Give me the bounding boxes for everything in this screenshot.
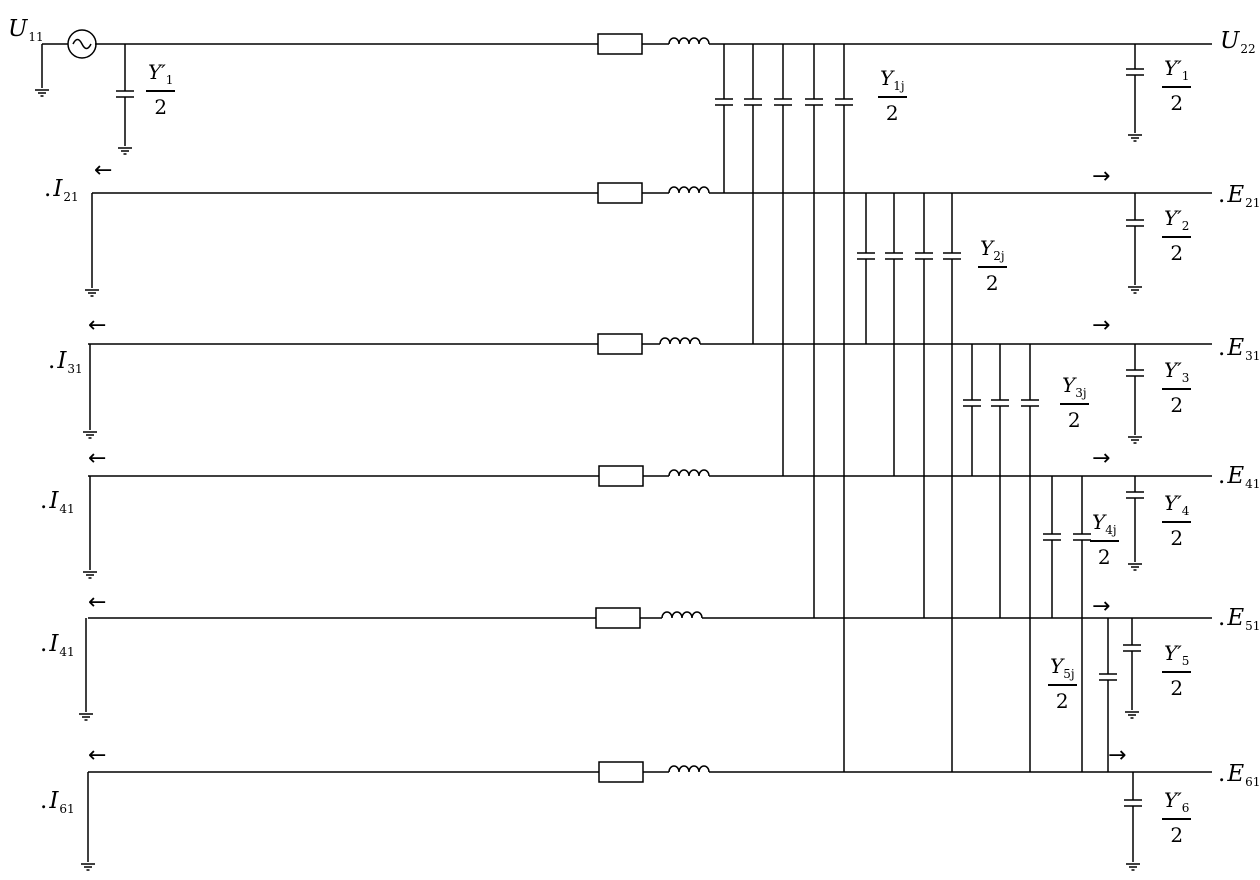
voltage-source-icon (72, 38, 92, 50)
left-arrow-icon: ← (88, 446, 107, 471)
end-node-label: U22 (1220, 28, 1256, 56)
resistor-icon (598, 465, 644, 487)
voltage-label-5: .E61 (1218, 761, 1260, 789)
voltage-label-4: .E51 (1218, 605, 1260, 633)
voltage-source-icon (67, 29, 97, 59)
left-arrow-icon: ← (88, 743, 107, 768)
right-arrow-icon: → (1092, 446, 1111, 471)
inductor-icon (661, 611, 703, 619)
voltage-label-2: .E31 (1218, 335, 1260, 363)
right-arrow-icon: → (1092, 164, 1111, 189)
resistor-icon (597, 333, 643, 355)
resistor-icon (595, 607, 641, 629)
current-label-4: .I41 (40, 631, 75, 659)
inductor-icon (659, 337, 701, 345)
source-node-label: U11 (8, 16, 44, 44)
resistor-icon (597, 182, 643, 204)
left-arrow-icon: ← (94, 158, 113, 183)
inductor-icon (668, 37, 710, 45)
inductor-icon (668, 186, 710, 194)
left-arrow-icon: ← (88, 590, 107, 615)
voltage-label-3: .E41 (1218, 463, 1260, 491)
right-arrow-icon: → (1092, 594, 1111, 619)
current-label-3: .I41 (40, 488, 75, 516)
right-arrow-icon: → (1108, 743, 1127, 768)
resistor-icon (598, 761, 644, 783)
right-arrow-icon: → (1092, 313, 1111, 338)
left-arrow-icon: ← (88, 313, 107, 338)
inductor-icon (668, 765, 710, 773)
current-label-2: .I31 (48, 348, 83, 376)
current-label-5: .I61 (40, 788, 75, 816)
inductor-icon (668, 469, 710, 477)
resistor-icon (597, 33, 643, 55)
voltage-label-1: .E21 (1218, 182, 1260, 210)
current-label-1: .I21 (44, 176, 79, 204)
